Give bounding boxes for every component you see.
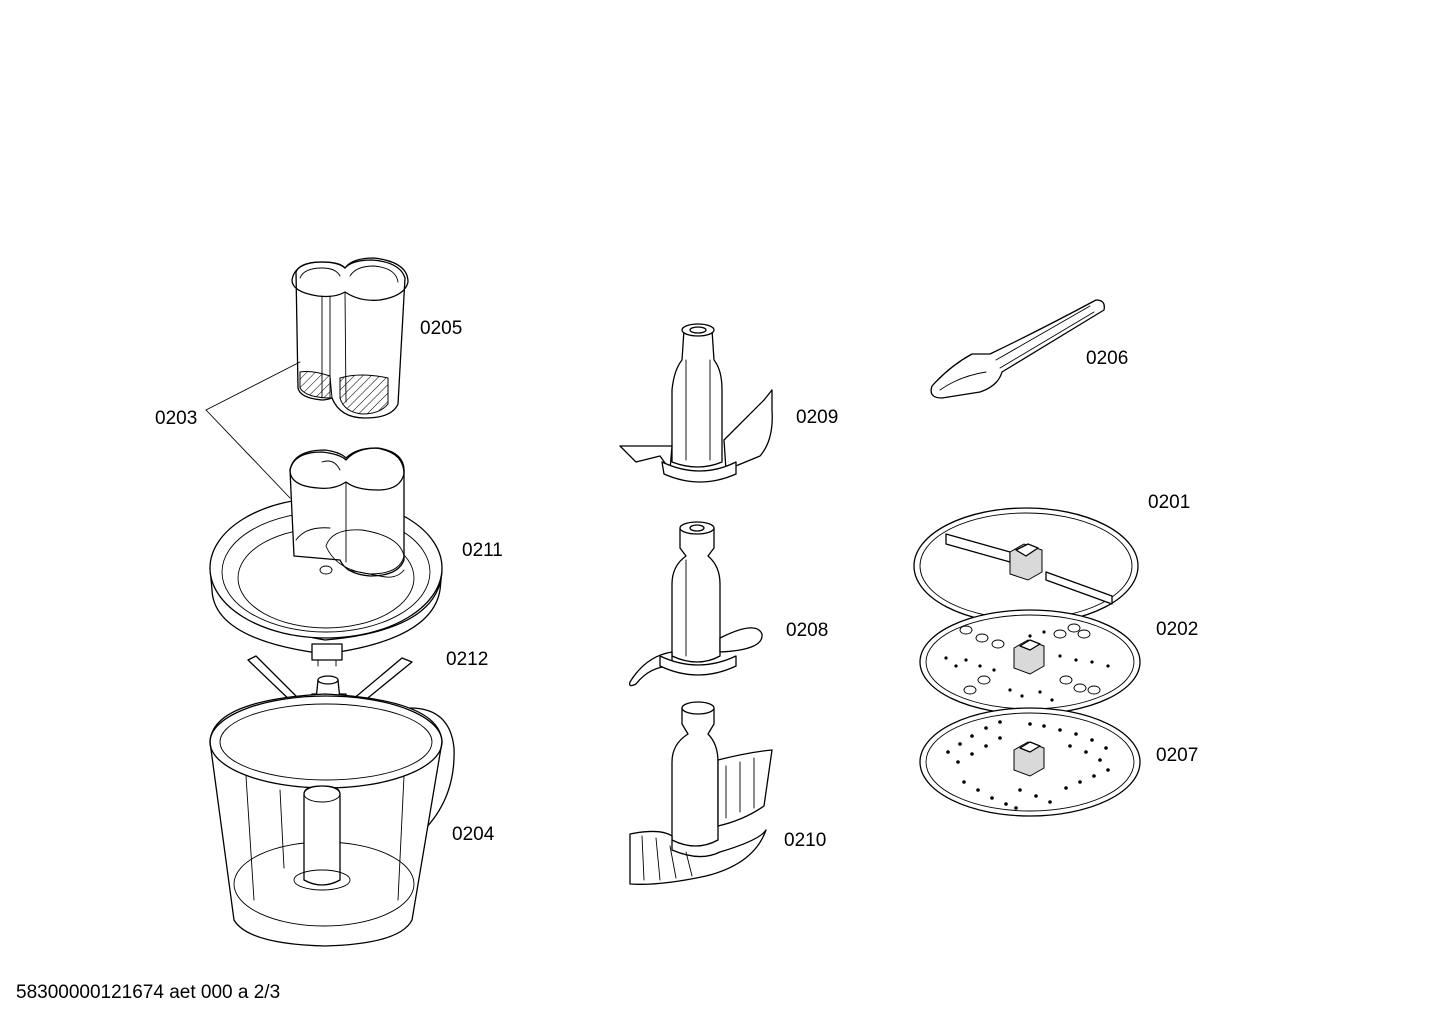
bowl-part-illustration — [209, 693, 455, 947]
part-label-0201: 0201 — [1148, 492, 1190, 513]
part-label-0205: 0205 — [420, 318, 462, 339]
part-label-0211: 0211 — [462, 540, 503, 561]
part-label-0203: 0203 — [155, 408, 197, 429]
emulsifying-disc-part-illustration — [629, 701, 773, 885]
part-label-0207: 0207 — [1156, 745, 1198, 766]
chopping-blade-part-illustration — [628, 521, 763, 687]
grating-disc-part-illustration — [919, 609, 1141, 715]
spatula-part-illustration — [930, 299, 1105, 399]
part-label-0208: 0208 — [786, 620, 828, 641]
fine-grater-holes — [946, 720, 1110, 810]
kneading-tool-part-illustration — [619, 323, 773, 483]
document-id: 58300000121674 aet 000 a 2/3 — [16, 982, 280, 1003]
grater-holes — [944, 623, 1110, 702]
fine-grating-disc-part-illustration — [919, 707, 1141, 817]
part-label-0206: 0206 — [1086, 348, 1128, 369]
slicing-disc-part-illustration — [913, 507, 1139, 625]
pusher-part-illustration — [291, 257, 409, 419]
part-label-0210: 0210 — [784, 830, 826, 851]
part-0203-leader-lines — [205, 361, 301, 499]
part-label-0204: 0204 — [452, 824, 495, 845]
part-label-0209: 0209 — [796, 407, 838, 428]
part-label-0202: 0202 — [1156, 619, 1198, 640]
part-label-0212: 0212 — [446, 649, 488, 670]
lid-part-illustration — [209, 447, 443, 667]
